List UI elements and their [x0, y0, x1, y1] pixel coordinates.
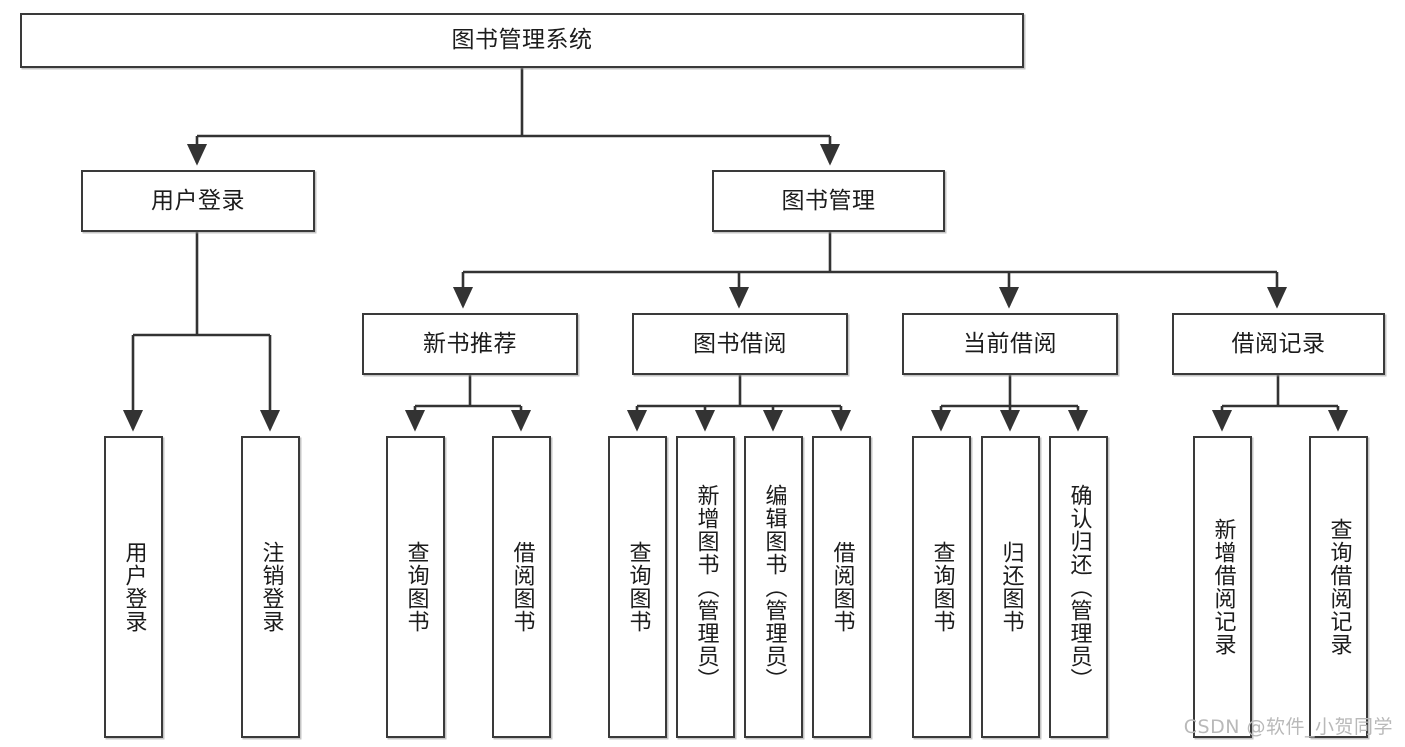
node-current-borrow-label: 当前借阅	[963, 330, 1057, 357]
node-leaf-user-login[interactable]: 用户登录	[104, 436, 163, 738]
node-leaf-user-login-label: 用户登录	[121, 541, 147, 633]
node-book-borrow[interactable]: 图书借阅	[632, 313, 848, 375]
node-book-management-label: 图书管理	[781, 187, 876, 214]
node-book-management[interactable]: 图书管理	[712, 170, 945, 232]
node-leaf-query-book-2[interactable]: 查询图书	[608, 436, 667, 738]
node-leaf-query-record[interactable]: 查询借阅记录	[1309, 436, 1368, 738]
node-root-label: 图书管理系统	[451, 27, 593, 54]
node-leaf-borrow-book-1[interactable]: 借阅图书	[492, 436, 551, 738]
node-leaf-user-logout-label: 注销登录	[258, 541, 284, 633]
node-root[interactable]: 图书管理系统	[20, 13, 1024, 68]
node-new-book-recommend[interactable]: 新书推荐	[362, 313, 578, 375]
node-leaf-query-book-3[interactable]: 查询图书	[912, 436, 971, 738]
node-leaf-add-book[interactable]: 新增图书（管理员）	[676, 436, 735, 738]
node-leaf-add-record-label: 新增借阅记录	[1210, 518, 1236, 656]
node-user-login[interactable]: 用户登录	[81, 170, 315, 232]
node-leaf-query-book-2-label: 查询图书	[625, 541, 651, 633]
node-leaf-query-book-1[interactable]: 查询图书	[386, 436, 445, 738]
node-leaf-borrow-book-2[interactable]: 借阅图书	[812, 436, 871, 738]
node-leaf-add-record[interactable]: 新增借阅记录	[1193, 436, 1252, 738]
node-leaf-return-book[interactable]: 归还图书	[981, 436, 1040, 738]
node-leaf-edit-book-label: 编辑图书（管理员）	[761, 483, 787, 691]
node-leaf-borrow-book-1-label: 借阅图书	[509, 541, 535, 633]
node-leaf-return-book-label: 归还图书	[998, 541, 1024, 633]
node-leaf-query-book-3-label: 查询图书	[929, 541, 955, 633]
node-current-borrow[interactable]: 当前借阅	[902, 313, 1118, 375]
node-leaf-borrow-book-2-label: 借阅图书	[829, 541, 855, 633]
node-leaf-confirm-return-label: 确认归还（管理员）	[1066, 483, 1092, 691]
node-leaf-edit-book[interactable]: 编辑图书（管理员）	[744, 436, 803, 738]
node-leaf-query-book-1-label: 查询图书	[403, 541, 429, 633]
node-new-book-recommend-label: 新书推荐	[423, 330, 517, 357]
node-leaf-user-logout[interactable]: 注销登录	[241, 436, 300, 738]
node-leaf-confirm-return[interactable]: 确认归还（管理员）	[1049, 436, 1108, 738]
node-user-login-label: 用户登录	[151, 187, 245, 214]
node-leaf-add-book-label: 新增图书（管理员）	[693, 483, 719, 691]
node-leaf-query-record-label: 查询借阅记录	[1326, 518, 1352, 656]
node-borrow-record-label: 借阅记录	[1231, 330, 1326, 357]
node-book-borrow-label: 图书借阅	[693, 330, 787, 357]
node-borrow-record[interactable]: 借阅记录	[1172, 313, 1385, 375]
